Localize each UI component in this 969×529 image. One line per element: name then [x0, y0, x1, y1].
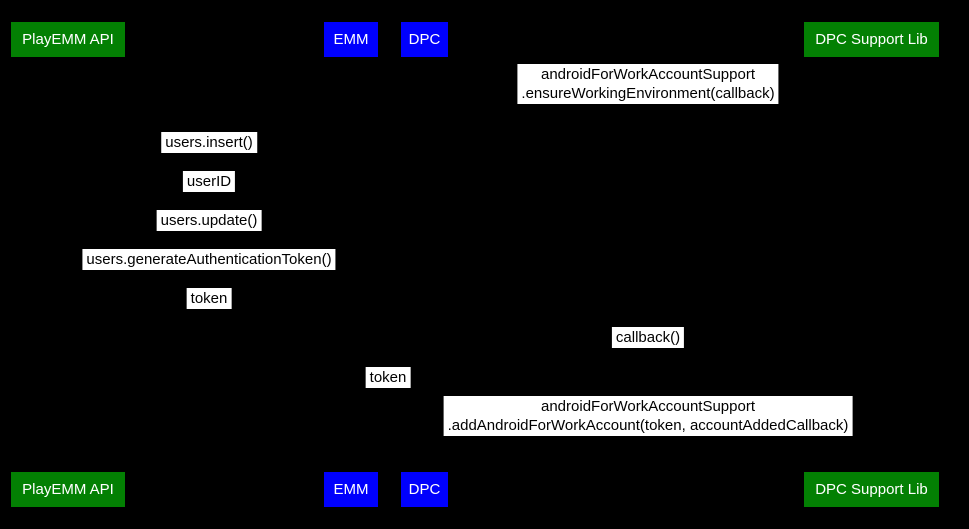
message-line: callback(): [615, 329, 681, 346]
actor-dpc-support-lib-top: DPC Support Lib: [804, 22, 939, 57]
actor-emm-bottom: EMM: [324, 472, 378, 507]
message-line: androidForWorkAccountSupport: [541, 398, 755, 415]
message-line: userID: [186, 173, 232, 190]
actor-dpc-bottom: DPC: [401, 472, 448, 507]
actor-dpc-support-lib-bottom: DPC Support Lib: [804, 472, 939, 507]
message-line: .ensureWorkingEnvironment(callback): [521, 85, 775, 102]
message-users-update: users.update(): [156, 210, 262, 231]
message-token-to-emm: token: [186, 288, 232, 309]
message-token-to-dpc: token: [365, 367, 411, 388]
actor-playemm-api-bottom: PlayEMM API: [11, 472, 125, 507]
message-users-generate-authentication-token: users.generateAuthenticationToken(): [82, 249, 336, 270]
actor-emm-top: EMM: [324, 22, 378, 57]
message-line: androidForWorkAccountSupport: [540, 66, 755, 83]
message-line: token: [369, 369, 407, 386]
message-line: users.insert(): [165, 134, 253, 151]
message-add-android-for-work-account: androidForWorkAccountSupport .addAndroid…: [443, 396, 853, 436]
actor-dpc-top: DPC: [401, 22, 448, 57]
message-line: users.update(): [160, 212, 258, 229]
message-line: users.generateAuthenticationToken(): [86, 251, 332, 268]
message-line: token: [190, 290, 228, 307]
message-line: .addAndroidForWorkAccount(token, account…: [447, 417, 849, 434]
actor-playemm-api-top: PlayEMM API: [11, 22, 125, 57]
message-callback: callback(): [611, 327, 685, 348]
message-users-insert: users.insert(): [161, 132, 257, 153]
message-ensure-working-environment: androidForWorkAccountSupport .ensureWork…: [517, 64, 779, 104]
message-userid: userID: [182, 171, 236, 192]
